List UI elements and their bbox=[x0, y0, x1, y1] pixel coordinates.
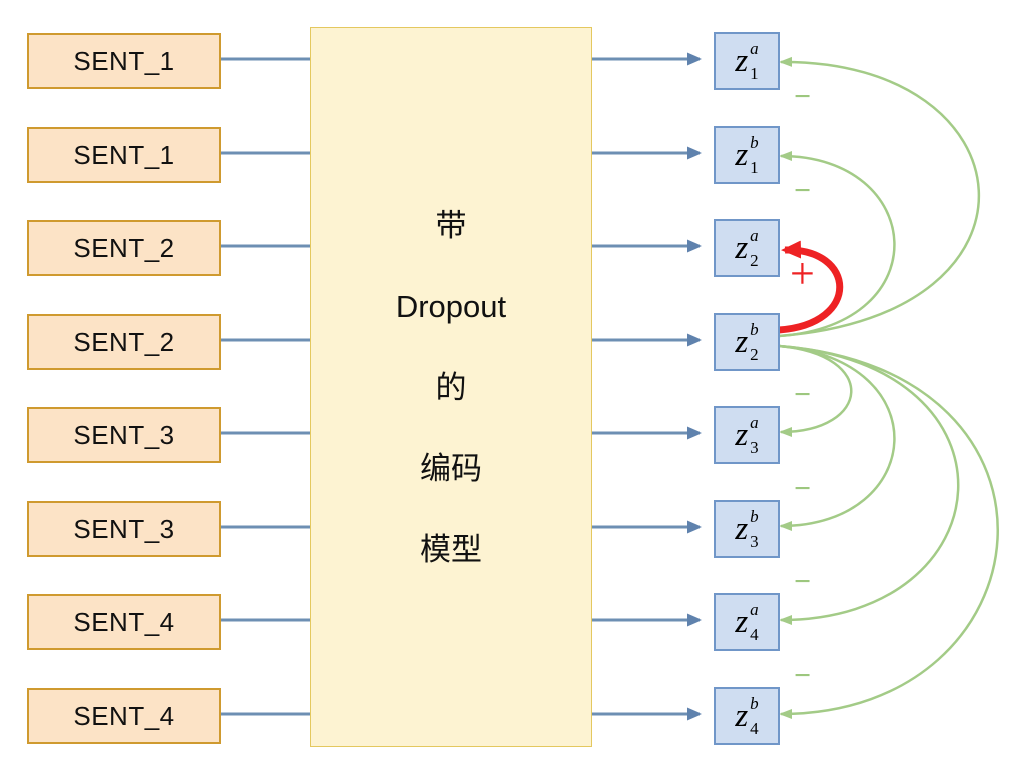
minus-sign: − bbox=[794, 378, 812, 411]
embedding-superscript: b bbox=[750, 320, 759, 339]
embedding-symbol: z bbox=[735, 229, 749, 266]
embedding-superscript: a bbox=[750, 226, 759, 245]
input-box: SENT_3 bbox=[27, 407, 221, 463]
encoder-line: 的 bbox=[435, 369, 467, 405]
embedding-symbol: z bbox=[735, 136, 749, 173]
negative-arrow-z2b-to-z1a bbox=[778, 56, 981, 338]
input-box: SENT_4 bbox=[27, 688, 221, 744]
encoder-line: 编码 bbox=[420, 450, 482, 486]
embedding-subscript: 2 bbox=[750, 251, 759, 270]
input-label: SENT_4 bbox=[73, 606, 175, 637]
encoder-line: 带 bbox=[435, 207, 467, 243]
input-label: SENT_4 bbox=[73, 700, 175, 731]
input-box: SENT_4 bbox=[27, 594, 221, 650]
input-box: SENT_1 bbox=[27, 33, 221, 89]
embedding-symbol: z bbox=[735, 416, 749, 453]
encoder-line: Dropout bbox=[395, 288, 507, 324]
positive-arrow-z2b-to-z2a bbox=[778, 240, 844, 334]
embedding-superscript: a bbox=[750, 413, 759, 432]
input-box: SENT_2 bbox=[27, 220, 221, 276]
input-label: SENT_1 bbox=[73, 139, 175, 170]
negative-arrow-z2b-to-z1b bbox=[778, 151, 896, 338]
negative-arrow-z2b-to-z4a bbox=[778, 344, 960, 625]
negative-arrow-z2b-to-z4b bbox=[778, 344, 999, 719]
input-label: SENT_3 bbox=[73, 419, 175, 450]
embedding-subscript: 4 bbox=[750, 625, 759, 644]
plus-sign: + bbox=[790, 249, 815, 298]
embedding-superscript: b bbox=[750, 133, 759, 152]
input-connector-lines bbox=[219, 57, 310, 716]
embedding-symbol: z bbox=[735, 510, 749, 547]
input-label: SENT_1 bbox=[73, 45, 175, 76]
encoder-line: 模型 bbox=[420, 531, 482, 567]
input-label: SENT_3 bbox=[73, 513, 175, 544]
input-label: SENT_2 bbox=[73, 232, 175, 263]
embedding-symbol: z bbox=[735, 697, 749, 734]
embedding-superscript: b bbox=[750, 694, 759, 713]
embedding-subscript: 3 bbox=[750, 532, 759, 551]
input-box: SENT_2 bbox=[27, 314, 221, 370]
embedding-subscript: 1 bbox=[750, 64, 759, 83]
negative-arrow-z2b-to-z3b bbox=[778, 344, 896, 531]
encoder-box: 带 Dropout 的 编码 模型 bbox=[310, 27, 592, 747]
embedding-superscript: a bbox=[750, 600, 759, 619]
embedding-symbol: z bbox=[735, 42, 749, 79]
minus-sign: − bbox=[794, 659, 812, 692]
embedding-subscript: 3 bbox=[750, 438, 759, 457]
embedding-symbol: z bbox=[735, 323, 749, 360]
negative-arrow-z2b-to-z3a bbox=[778, 344, 853, 437]
negative-curves bbox=[778, 56, 999, 719]
embedding-symbol: z bbox=[735, 603, 749, 640]
embedding-subscript: 2 bbox=[750, 345, 759, 364]
output-arrow-lines bbox=[592, 52, 702, 721]
embedding-superscript: a bbox=[750, 39, 759, 58]
minus-sign: − bbox=[794, 174, 812, 207]
minus-sign: − bbox=[794, 565, 812, 598]
embedding-superscript: b bbox=[750, 507, 759, 526]
embedding-subscript: 1 bbox=[750, 158, 759, 177]
input-box: SENT_3 bbox=[27, 501, 221, 557]
input-box: SENT_1 bbox=[27, 127, 221, 183]
minus-sign: − bbox=[794, 80, 812, 113]
embedding-subscript: 4 bbox=[750, 719, 759, 738]
minus-sign: − bbox=[794, 472, 812, 505]
input-label: SENT_2 bbox=[73, 326, 175, 357]
